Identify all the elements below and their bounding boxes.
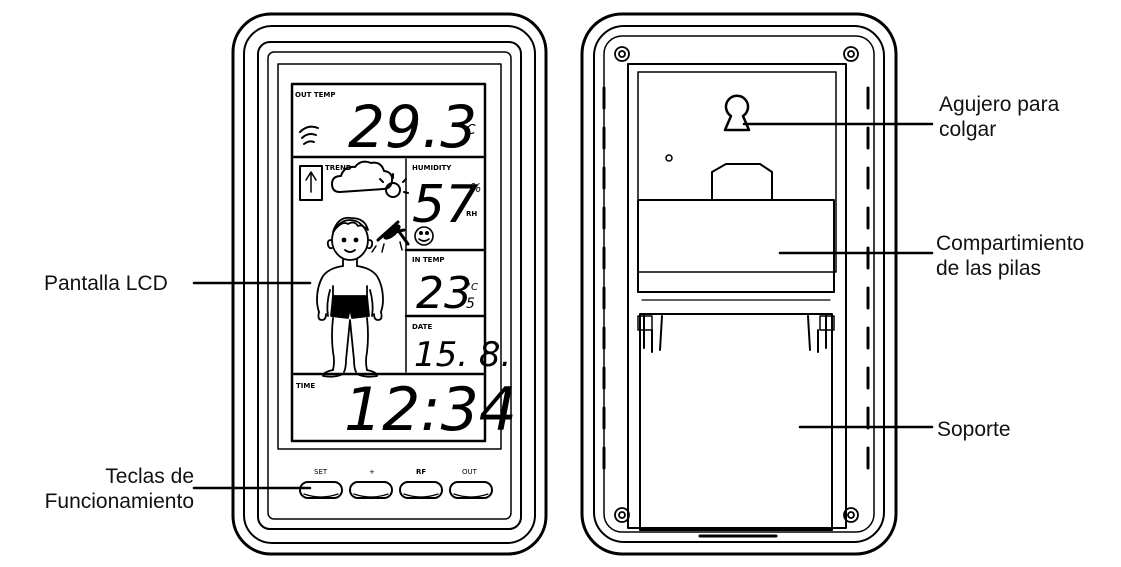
humidity-value: 57 xyxy=(412,175,478,235)
cloud-sun-icon xyxy=(331,160,409,198)
callout-hanging-hole: Agujero para colgar xyxy=(939,92,1059,142)
back-outer-frame xyxy=(580,12,898,556)
out-key-label: OUT xyxy=(462,468,478,476)
time-label: TIME xyxy=(296,382,315,390)
in-temp-decimal: 5 xyxy=(466,296,475,312)
time-value: 12:34 xyxy=(344,375,517,445)
trend-box xyxy=(299,165,323,201)
rf-key[interactable] xyxy=(399,481,443,499)
rf-key-label: RF xyxy=(416,468,426,476)
out-temp-label: OUT TEMP xyxy=(295,91,336,99)
callout-battery-line1: Compartimiento xyxy=(936,232,1085,255)
signal-icon xyxy=(299,125,319,145)
humidity-label: HUMIDITY xyxy=(412,164,452,172)
date-label: DATE xyxy=(412,323,432,331)
hanging-hole-icon xyxy=(723,94,751,132)
out-temp-value: 29.3 xyxy=(348,93,477,161)
function-keys[interactable] xyxy=(299,481,493,499)
out-key[interactable] xyxy=(449,481,493,499)
child-figure-icon xyxy=(316,216,384,378)
leader-lines xyxy=(192,122,934,490)
in-temp-value: 23 xyxy=(416,268,472,319)
callout-lcd-screen: Pantalla LCD xyxy=(44,271,168,296)
callout-battery-compartment: Compartimiento de las pilas xyxy=(936,231,1084,281)
in-temp-label: IN TEMP xyxy=(412,256,445,264)
callout-hanging-hole-line1: Agujero para xyxy=(939,93,1060,116)
callout-battery-line2: de las pilas xyxy=(936,257,1042,280)
battery-compartment xyxy=(637,163,835,301)
stand xyxy=(637,313,835,538)
comfort-smiley-icon xyxy=(414,226,434,246)
front-view xyxy=(231,12,548,556)
callout-function-keys: Teclas de Funcionamiento xyxy=(18,464,194,514)
callout-hanging-hole-line2: colgar xyxy=(939,118,997,141)
set-key-label: SET xyxy=(314,468,328,476)
set-key[interactable] xyxy=(299,481,343,499)
plus-key[interactable] xyxy=(349,481,393,499)
lcd-screen xyxy=(290,82,487,443)
date-value: 15. 8. xyxy=(414,335,511,375)
callout-stand: Soporte xyxy=(937,417,1011,442)
humidity-unit-pct: % xyxy=(470,181,481,195)
shorts-icon xyxy=(330,295,370,319)
plus-key-label: + xyxy=(369,468,375,476)
mosquito-icon xyxy=(371,220,410,253)
humidity-unit-rh: RH xyxy=(466,210,477,218)
screw-icon xyxy=(614,46,859,523)
callout-function-keys-line2: Funcionamiento xyxy=(44,490,194,513)
callout-function-keys-line1: Teclas de xyxy=(105,465,194,488)
trend-arrow-icon xyxy=(305,171,317,193)
callout-stand-text: Soporte xyxy=(937,418,1011,441)
callout-lcd-screen-text: Pantalla LCD xyxy=(44,272,168,295)
back-view xyxy=(580,12,898,556)
out-temp-unit: °C xyxy=(460,123,477,138)
in-temp-unit: °C xyxy=(466,282,478,293)
trend-label: TREND xyxy=(325,164,352,172)
